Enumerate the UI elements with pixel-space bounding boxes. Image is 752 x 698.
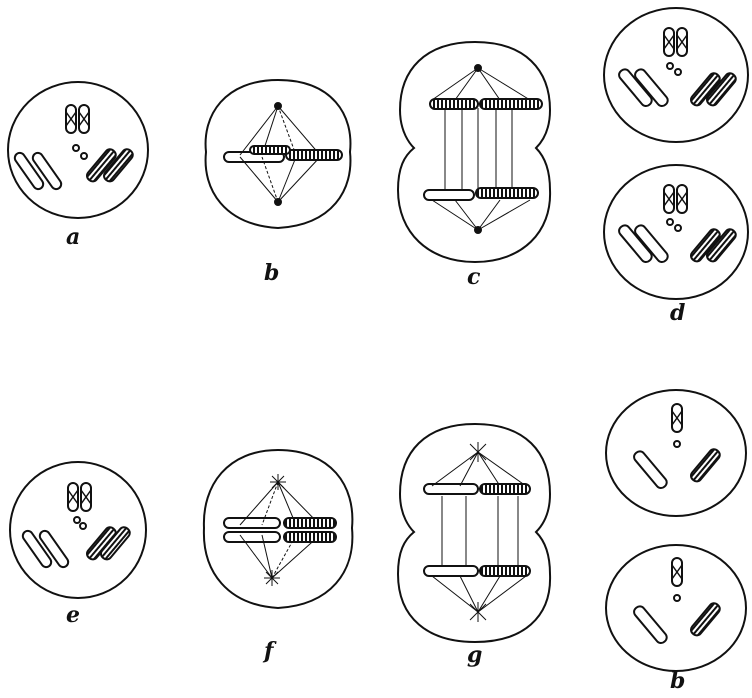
label-b: b xyxy=(264,262,279,284)
cell-f xyxy=(204,450,353,608)
cell-h-upper xyxy=(606,390,746,516)
label-c: c xyxy=(467,266,480,288)
cell-g xyxy=(398,424,550,642)
label-f: f xyxy=(264,640,273,662)
cell-d-upper xyxy=(604,8,748,142)
cell-c xyxy=(398,42,550,262)
cell-e xyxy=(10,462,146,598)
cell-b xyxy=(206,80,351,228)
label-e: e xyxy=(66,604,80,626)
label-g: g xyxy=(467,644,482,666)
label-h: b xyxy=(670,670,685,692)
cell-h-lower xyxy=(606,545,746,671)
label-d: d xyxy=(670,302,685,324)
cell-d-lower xyxy=(604,165,748,299)
label-a: a xyxy=(66,226,80,248)
cell-a xyxy=(8,82,148,218)
